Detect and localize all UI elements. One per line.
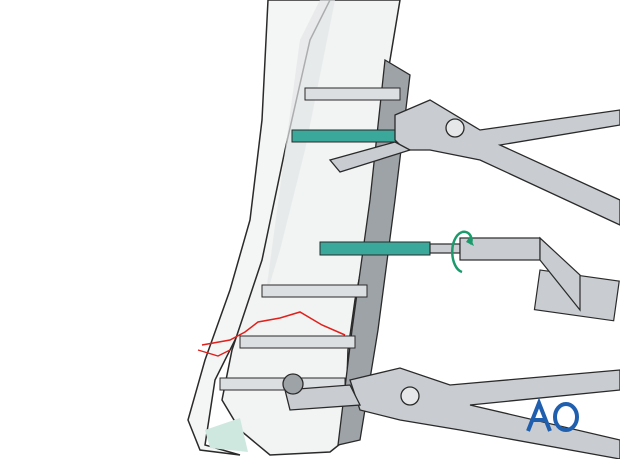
screw-4 bbox=[239, 335, 356, 349]
rotation-arrowhead bbox=[466, 236, 474, 246]
screw-1 bbox=[304, 87, 401, 101]
screw-3 bbox=[261, 284, 368, 298]
screw-2-locking bbox=[291, 129, 398, 143]
fracture-line-2 bbox=[197, 349, 231, 357]
cartilage bbox=[205, 418, 248, 452]
new-screw bbox=[319, 241, 431, 256]
screwdriver bbox=[429, 236, 620, 322]
reduction-forceps-bottom bbox=[282, 367, 620, 459]
fracture-line bbox=[201, 311, 346, 346]
bone-shading bbox=[265, 0, 335, 300]
ao-logo bbox=[526, 398, 579, 432]
reduction-forceps-top bbox=[328, 99, 620, 226]
